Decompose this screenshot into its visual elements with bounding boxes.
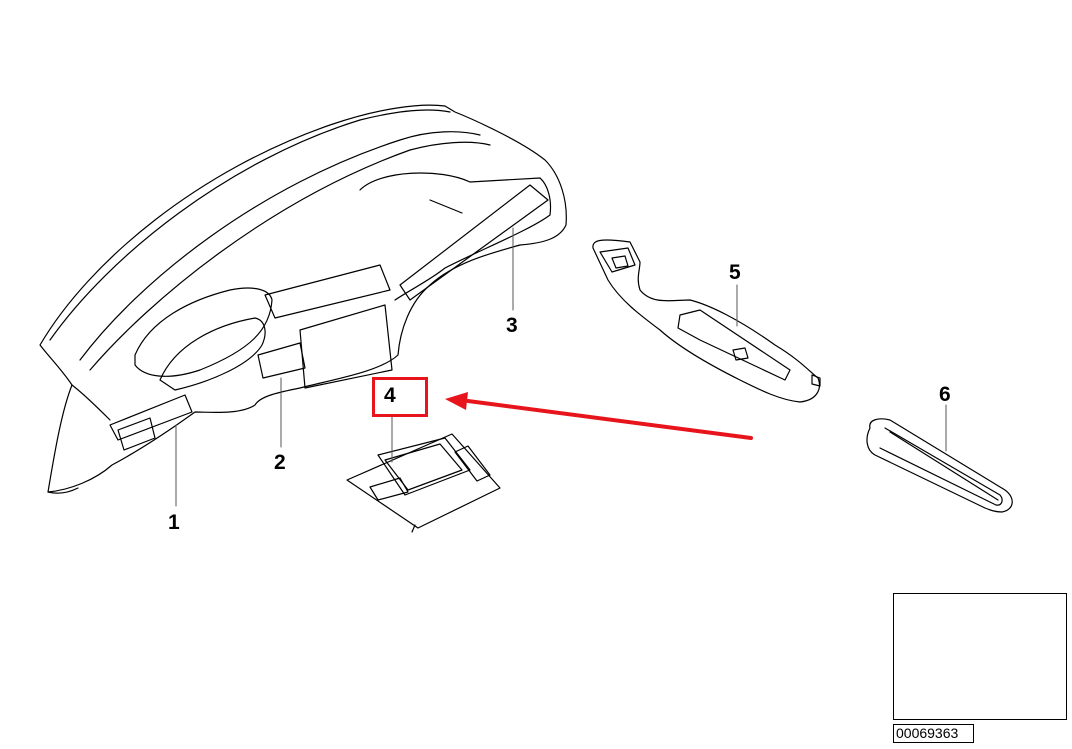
highlight-arrow <box>445 392 753 440</box>
callout-5[interactable]: 5 <box>729 261 741 284</box>
callout-3[interactable]: 3 <box>506 314 518 337</box>
callout-4[interactable]: 4 <box>384 384 396 407</box>
part-5-door-armrest <box>592 239 821 403</box>
callout-6[interactable]: 6 <box>939 383 951 406</box>
leader-lines <box>175 227 947 507</box>
callout-2[interactable]: 2 <box>274 451 286 474</box>
part-4-shifter-trim <box>346 433 501 533</box>
diagram-number: 00069363 <box>893 724 974 743</box>
part-6-door-strip <box>866 418 1013 513</box>
callout-1[interactable]: 1 <box>168 511 180 534</box>
dashboard-assembly <box>39 104 567 494</box>
vehicle-location-thumbnail <box>893 593 1067 720</box>
highlight-box-part-4 <box>372 377 428 417</box>
